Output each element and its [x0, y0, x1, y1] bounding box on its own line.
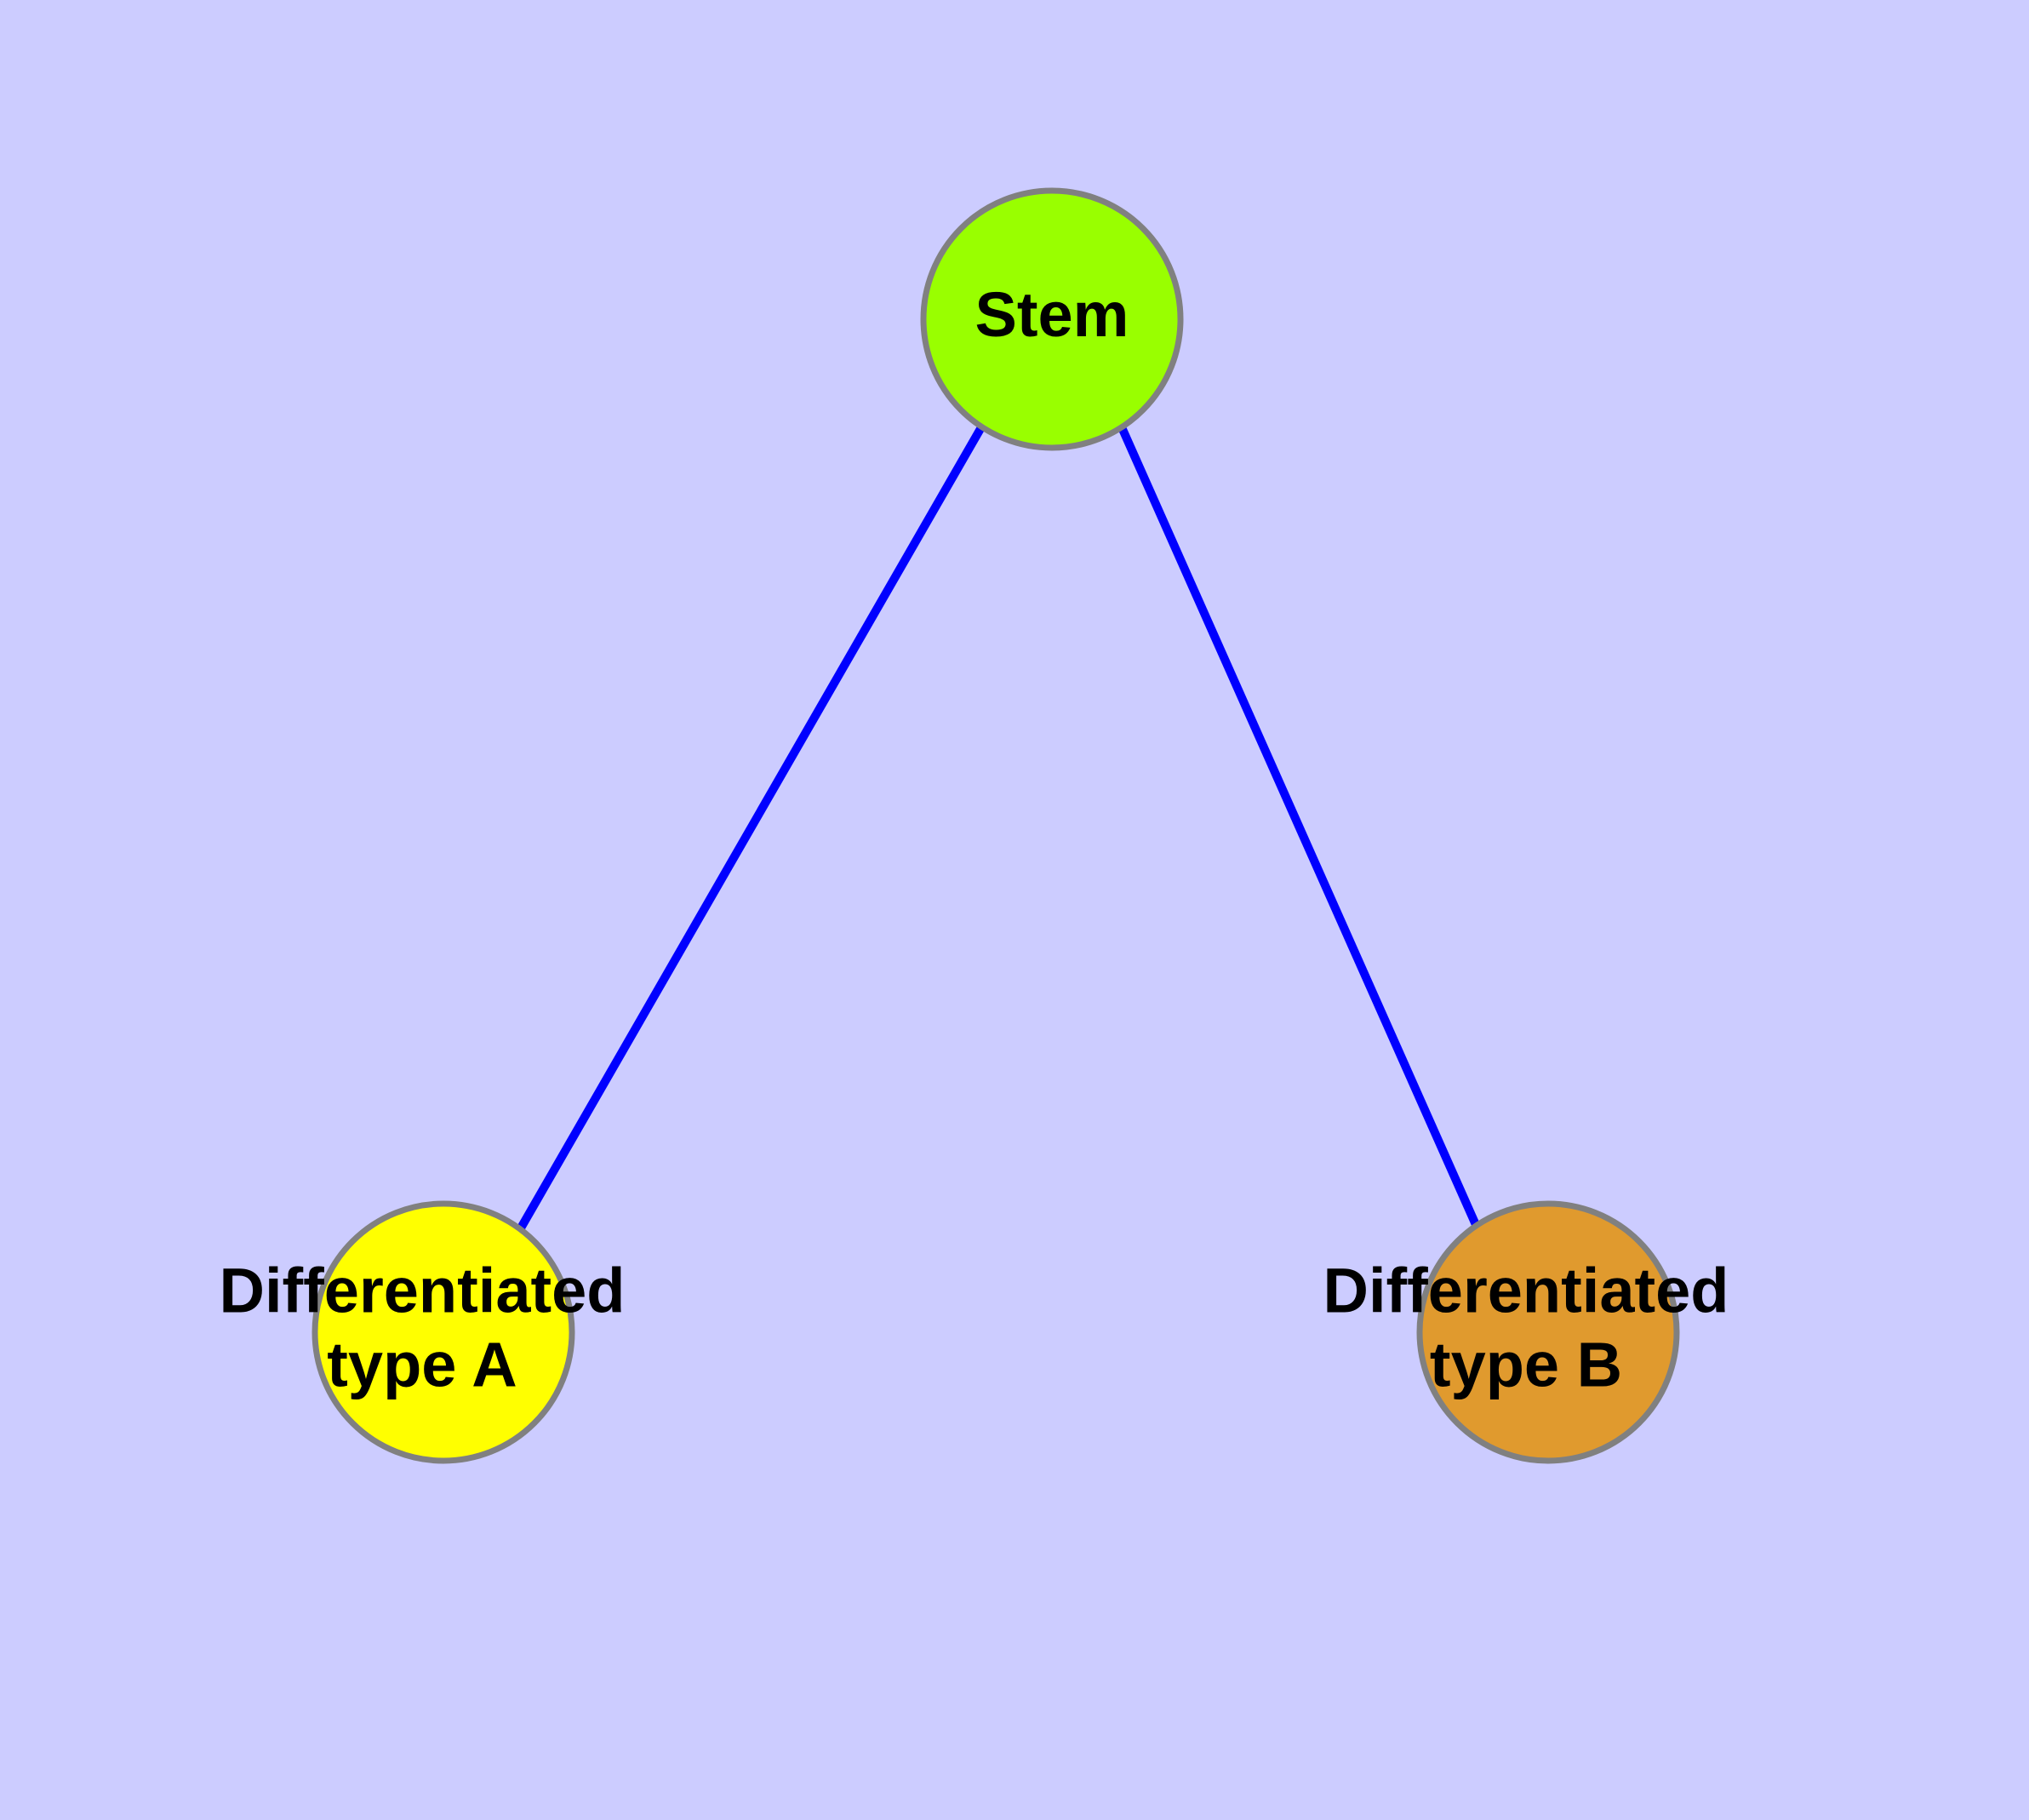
node-stem-label: Stem [975, 279, 1129, 350]
node-label-line: Stem [975, 279, 1129, 350]
node-label-line: Differentiated [220, 1255, 626, 1325]
node-differentiated-type-b-circle[interactable] [1416, 1200, 1680, 1464]
node-differentiated-type-a-circle[interactable] [311, 1200, 575, 1464]
node-label-line: Differentiated [1323, 1255, 1729, 1325]
node-stem[interactable]: Stem [920, 187, 1184, 451]
node-label-line: type A [327, 1329, 517, 1399]
edges-layer [515, 425, 1481, 1233]
node-label-line: type B [1430, 1329, 1622, 1399]
node-stem-circle[interactable] [920, 187, 1184, 451]
edge-stem-to-differentiated-type-a [515, 425, 986, 1233]
edge-stem-to-differentiated-type-b [1117, 425, 1481, 1229]
